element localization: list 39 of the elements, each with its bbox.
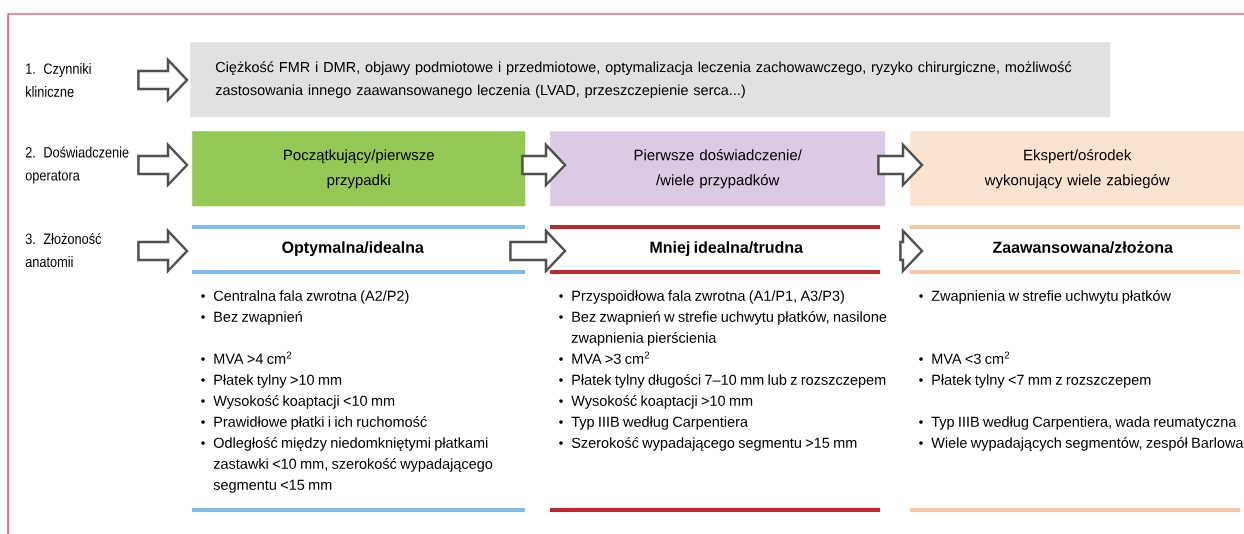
block-arrow [899,227,924,275]
node-label: Płatek tylny >10 mm [214,374,342,388]
node-label: Centralna fala zwrotna (A2/P2) [213,290,409,304]
node-label: Zaawansowana/złożona [992,241,1174,254]
row-label: 2. Doświadczenie operatora [25,146,129,184]
node-label: Odległość między niedomkniętymi płatkami zastawki <10 mm, szerokość wypadającego segmentu <15 mm [213,437,493,493]
node-label: Wysokość koaptacji >10 mm [571,395,753,409]
node-label: Typ IIIB według Carpentiera [571,416,749,430]
criteria-column: Zaawansowana/złożona Zwapnienia w strefie uchwytu płatków MVA <3 cm$^{2}$ Płatek tylny <7 mm z rozszczepem Typ IIIB według Carpentiera, wada reumatyczna Wiele wypadających segmentów, zespół Barlowa [910,225,1244,512]
node-label: Płatek tylny <7 mm z rozszczepem [932,374,1151,388]
block-arrow [137,141,189,189]
factor-box: Ciężkość FMR i DMR, objawy podmiotowe i przedmiotowe, optymalizacja leczenia zachowawczego, ryzyko chirurgiczne, możliwość zastosowania innego zaawansowanego leczenia (LVAD, przeszczepienie serca...) [190,42,1111,118]
node-label: MVA >3 cm$^{2}$ [572,351,650,364]
row-label: 3. Złożoność anatomii [25,232,102,268]
node-label: Zwapnienia w strefie uchwytu płatków [931,290,1171,304]
experience-box: Pierwsze doświadczenie/ /wiele przypadków [550,131,886,207]
node-label: Bez zwapnień [214,311,302,325]
experience-box: Ekspert/ośrodek wykonujący wiele zabiegów [910,131,1244,207]
criteria-column: Optymalna/idealna Centralna fala zwrotna (A2/P2) Bez zwapnień MVA >4 cm$^{2}$ Płatek tylny >10 mm Wysokość koaptacji <10 mm Prawidłowe płatki i ich ruchomość Odległość między niedomkniętymi płatkami zastawki <10 mm, szerokość wypadającego segmentu <15 mm [192,225,525,512]
criteria-column: Mniej idealna/trudna Przyspoidłowa fala zwrotna (A1/P1, A3/P3) Bez zwapnień w strefie uchwytu płatków, nasilone zwapnienia pierścienia MVA >3 cm$^{2}$ Płatek tylny długości 7–10 mm lub z rozszczepem Wysokość koaptacji >10 mm Typ IIIB według Carpentiera Szerokość wypadającego segmentu >15 mm [550,225,887,512]
node-label: Prawidłowe płatki i ich ruchomość [214,416,427,430]
node-label: Bez zwapnień w strefie uchwytu płatków, nasilone zwapnienia pierścienia [571,311,887,346]
node-label: Wysokość koaptacji <10 mm [213,395,395,409]
block-arrow [521,141,567,189]
node-label: Optymalna/idealna [282,241,424,257]
block-arrow [509,227,567,275]
block-arrow [877,141,924,189]
node-label: MVA >4 cm$^{2}$ [214,351,292,364]
node-label: Mniej idealna/trudna [650,241,804,257]
block-arrow [137,227,189,275]
node-label: Płatek tylny długości 7–10 mm lub z rozszczepem [572,374,886,388]
node-label: Szerokość wypadającego segmentu >15 mm [571,437,857,451]
node-label: Przyspoidłowa fala zwrotna (A1/P1, A3/P3) [572,290,844,304]
node-label: Typ IIIB według Carpentiera, wada reumatyczna [931,416,1237,430]
block-arrow [137,56,189,104]
node-label: Wiele wypadających segmentów, zespół Barlowa [931,437,1244,451]
row-label: 1. Czynniki kliniczne [26,63,91,97]
experience-box: Początkujący/pierwsze przypadki [192,131,526,207]
node-label: MVA <3 cm$^{2}$ [932,351,1010,364]
